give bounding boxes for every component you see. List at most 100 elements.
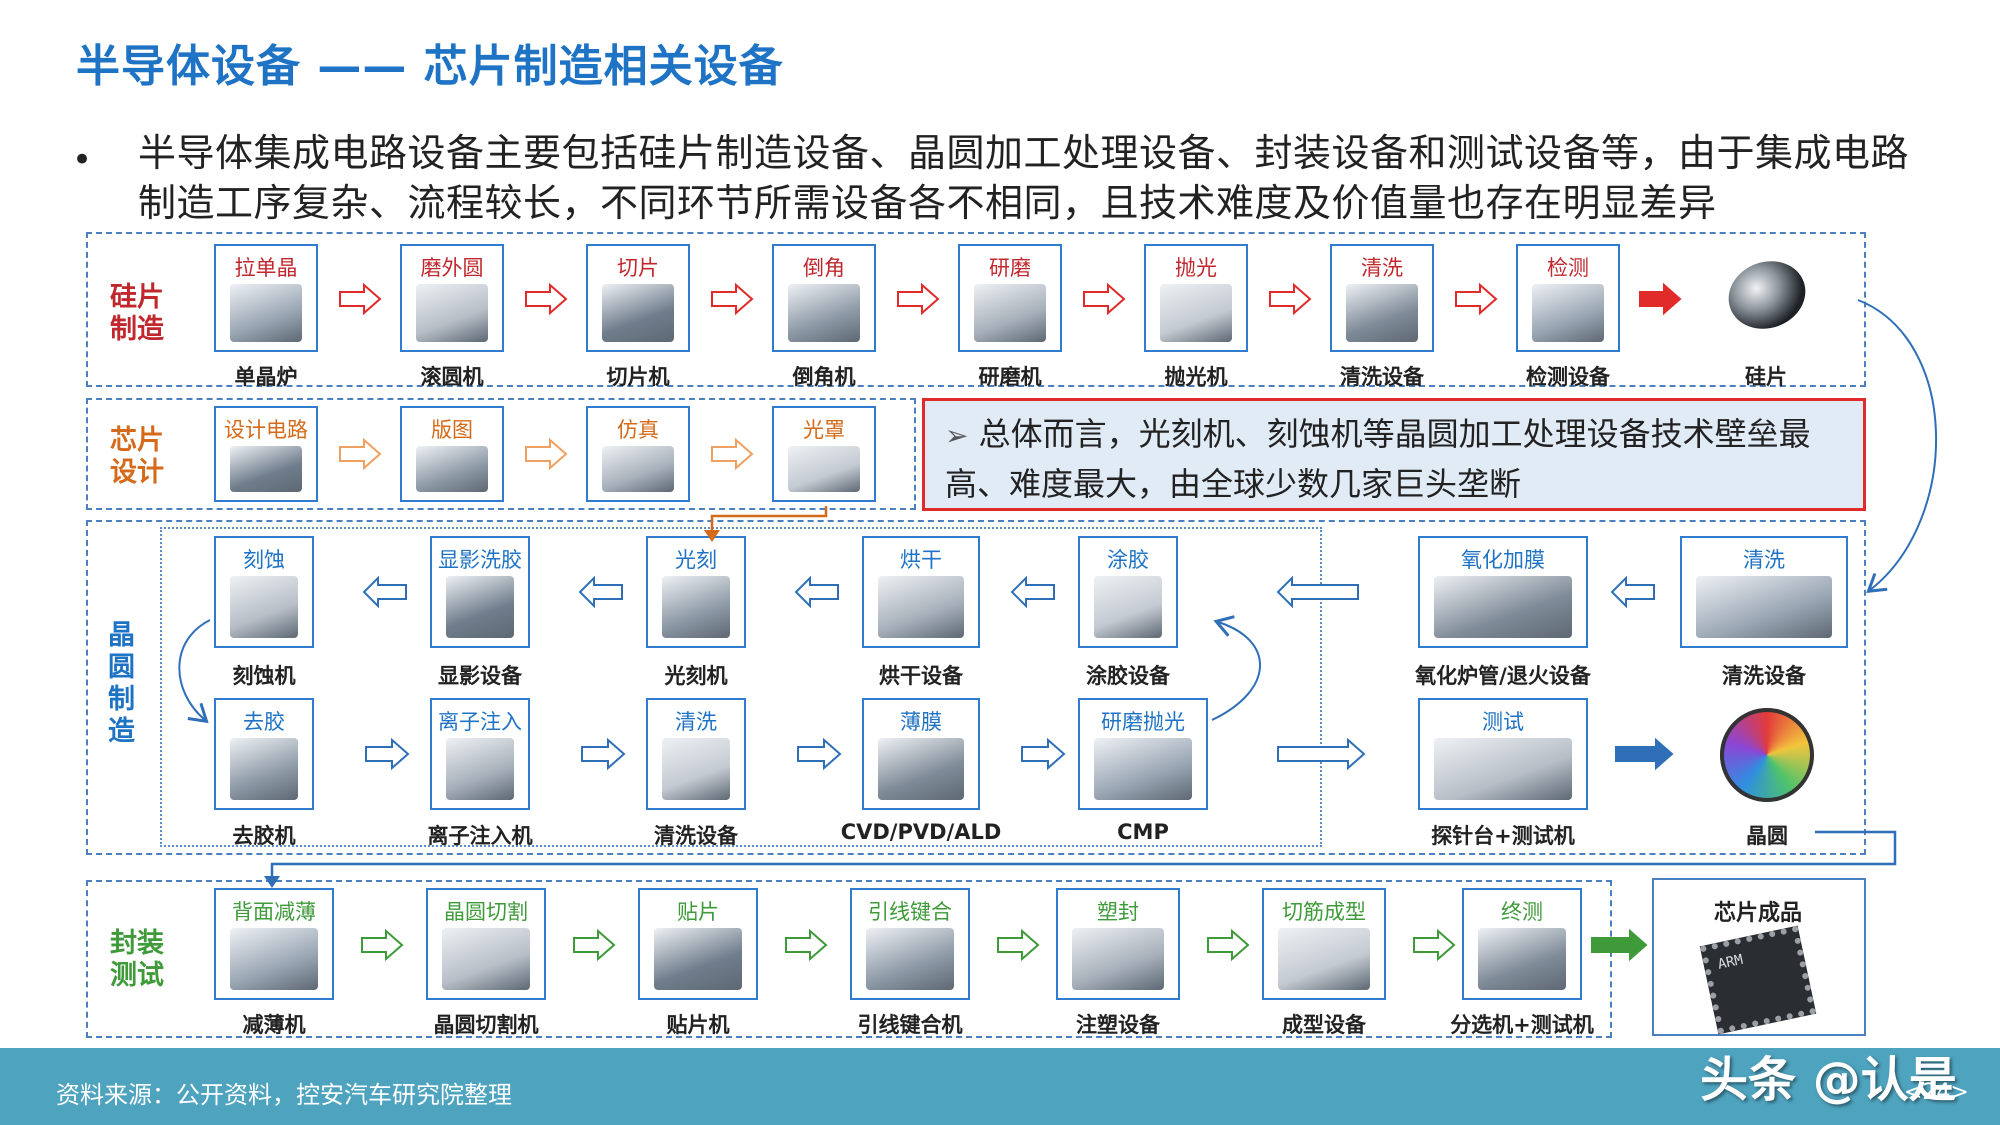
silicon-step-4: 研磨	[958, 244, 1062, 352]
wafer-bottom-step-5-equipment-image	[1434, 738, 1572, 800]
package-step-6-caption: 分选机+测试机	[1450, 1013, 1594, 1037]
package-step-4-caption: 注塑设备	[1076, 1013, 1160, 1037]
wafer-top-step-2-caption: 光刻机	[664, 664, 728, 688]
wafer-bottom-step-5-label: 测试	[1482, 710, 1524, 734]
design-arrow-0	[339, 437, 382, 471]
package-step-3: 引线键合	[850, 888, 970, 1000]
silicon-step-6-caption: 清洗设备	[1340, 365, 1424, 389]
silicon-step-0-equipment-image	[230, 284, 302, 342]
silicon-step-3-caption: 倒角机	[792, 365, 856, 389]
finished-wafer-icon	[1720, 708, 1814, 802]
wafer-top-step-4-equipment-image	[1094, 576, 1162, 638]
wafer-bottom-step-2-equipment-image	[662, 738, 730, 800]
silicon-step-5-caption: 抛光机	[1164, 365, 1228, 389]
footer-bar	[0, 1048, 2000, 1125]
silicon-step-5-equipment-image	[1160, 284, 1232, 342]
package-step-1-caption: 晶圆切割机	[433, 1013, 539, 1037]
package-step-1-label: 晶圆切割	[444, 900, 528, 924]
wafer-top-step-3-label: 烘干	[900, 548, 942, 572]
wafer-bottom-step-3: 薄膜	[862, 698, 980, 810]
wafer-top-step-1: 显影洗胶	[430, 536, 530, 648]
silicon-step-1-label: 磨外圆	[420, 256, 484, 280]
design-step-2: 仿真	[586, 406, 690, 502]
wafer-top-step-3-caption: 烘干设备	[879, 664, 963, 688]
silicon-step-0: 拉单晶	[214, 244, 318, 352]
silicon-step-0-caption: 单晶炉	[234, 365, 298, 389]
package-step-1-equipment-image	[442, 928, 530, 990]
package-step-0-equipment-image	[230, 928, 318, 990]
design-step-1-label: 版图	[431, 418, 473, 442]
wafer-bottom-step-3-equipment-image	[878, 738, 964, 800]
silicon-section-label: 硅片 制造	[110, 282, 164, 345]
wafer-top-arrow-3	[1010, 575, 1055, 609]
design-step-3: 光罩	[772, 406, 876, 502]
wafer-bottom-step-1: 离子注入	[430, 698, 530, 810]
wafer-top-step-3-equipment-image	[878, 576, 964, 638]
bullet-marker: •	[72, 140, 93, 180]
silicon-step-4-equipment-image	[974, 284, 1046, 342]
silicon-step-6-label: 清洗	[1361, 256, 1403, 280]
wafer-top-step-5-caption: 氧化炉管/退火设备	[1415, 664, 1591, 688]
package-step-0-caption: 减薄机	[242, 1013, 306, 1037]
wafer-top-step-5-equipment-image	[1434, 576, 1572, 638]
wafer-bottom-step-4-label: 研磨抛光	[1101, 710, 1185, 734]
design-step-0-equipment-image	[230, 446, 302, 492]
package-step-3-equipment-image	[866, 928, 954, 990]
silicon-arrow-6	[1455, 282, 1498, 316]
wafer-top-step-0-label: 刻蚀	[243, 548, 285, 572]
silicon-step-2-caption: 切片机	[606, 365, 670, 389]
package-step-6: 终测	[1462, 888, 1582, 1000]
design-step-3-equipment-image	[788, 446, 860, 492]
wafer-top-step-4: 涂胶	[1078, 536, 1178, 648]
package-arrow-4	[1207, 928, 1250, 962]
wafer-section-label: 晶 圆 制 造	[108, 620, 135, 747]
wafer-bottom-step-0-equipment-image	[230, 738, 298, 800]
wafer-top-step-2: 光刻	[646, 536, 746, 648]
package-step-5-caption: 成型设备	[1282, 1013, 1366, 1037]
wafer-top-step-5: 氧化加膜	[1418, 536, 1588, 648]
silicon-step-1-caption: 滚圆机	[420, 365, 484, 389]
wafer-top-step-4-label: 涂胶	[1107, 548, 1149, 572]
package-step-0-label: 背面减薄	[232, 900, 316, 924]
wafer-bottom-step-1-caption: 离子注入机	[427, 824, 533, 848]
wafer-top-step-6-label: 清洗	[1743, 548, 1785, 572]
package-step-5: 切筋成型	[1262, 888, 1386, 1000]
silicon-step-3-label: 倒角	[803, 256, 845, 280]
wafer-top-step-2-label: 光刻	[675, 548, 717, 572]
wafer-bottom-arrow-2	[797, 737, 842, 771]
package-step-5-equipment-image	[1278, 928, 1370, 990]
wafer-bottom-step-0-caption: 去胶机	[232, 824, 296, 848]
callout-text: ➢ 总体而言，光刻机、刻蚀机等晶圆加工处理设备技术壁垒最高、难度最大，由全球少数…	[945, 410, 1845, 508]
design-step-2-label: 仿真	[617, 418, 659, 442]
silicon-output-caption: 硅片	[1745, 365, 1787, 389]
package-step-2-label: 贴片	[677, 900, 719, 924]
wafer-bottom-step-0-label: 去胶	[243, 710, 285, 734]
package-step-4: 塑封	[1056, 888, 1180, 1000]
wafer-bottom-step-3-label: 薄膜	[900, 710, 942, 734]
silicon-arrow-0	[339, 282, 382, 316]
wafer-output-arrow	[1615, 737, 1674, 771]
wafer-bottom-arrow-3	[1021, 737, 1066, 771]
wafer-bottom-step-4-caption: CMP	[1117, 820, 1169, 844]
silicon-arrow-5	[1269, 282, 1312, 316]
wafer-bottom-step-2-caption: 清洗设备	[654, 824, 738, 848]
page-number: <24>	[1904, 1080, 1969, 1105]
wafer-top-arrow-4	[1276, 575, 1359, 609]
package-step-2: 贴片	[638, 888, 758, 1000]
silicon-step-7-label: 检测	[1547, 256, 1589, 280]
package-step-6-equipment-image	[1478, 928, 1566, 990]
wafer-bottom-step-4-equipment-image	[1094, 738, 1192, 800]
wafer-bottom-arrow-0	[365, 737, 410, 771]
silicon-step-1-equipment-image	[416, 284, 488, 342]
package-section-label: 封装 测试	[110, 928, 164, 991]
package-step-5-label: 切筋成型	[1282, 900, 1366, 924]
wafer-bottom-step-1-equipment-image	[446, 738, 514, 800]
silicon-step-7-equipment-image	[1532, 284, 1604, 342]
silicon-step-1: 磨外圆	[400, 244, 504, 352]
silicon-step-4-label: 研磨	[989, 256, 1031, 280]
design-arrow-2	[711, 437, 754, 471]
silicon-step-3: 倒角	[772, 244, 876, 352]
package-step-1: 晶圆切割	[426, 888, 546, 1000]
wafer-top-step-1-equipment-image	[446, 576, 514, 638]
silicon-arrow-4	[1083, 282, 1126, 316]
